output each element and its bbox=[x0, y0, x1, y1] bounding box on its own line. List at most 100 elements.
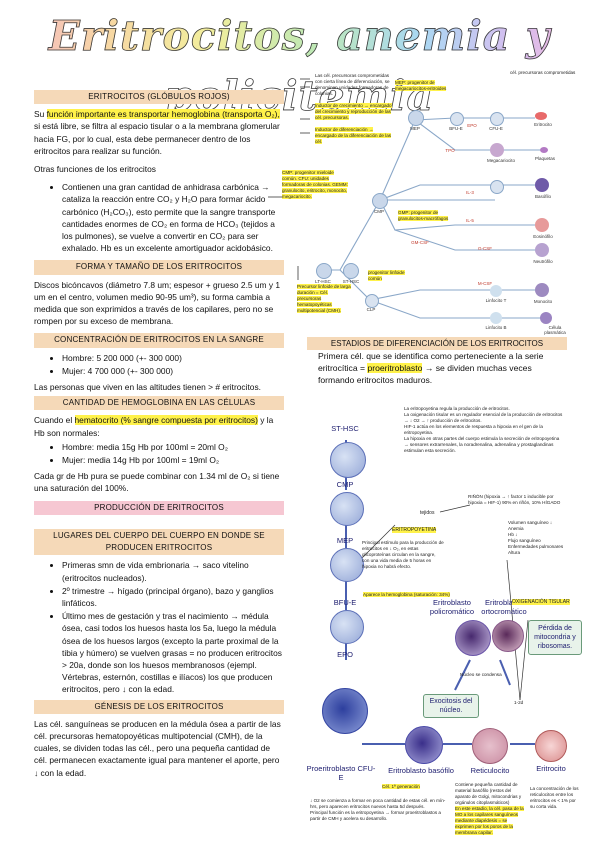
section-heading: CANTIDAD DE HEMOGLOBINA EN LAS CÉLULAS bbox=[34, 396, 284, 411]
cell-cmp bbox=[372, 193, 388, 209]
stage-cell-bfu-e bbox=[330, 610, 364, 644]
cell-st-hsc bbox=[343, 263, 359, 279]
tree-note: Las cél. precursoras comprometidas con c… bbox=[315, 73, 393, 97]
highlight: proeritroblasto bbox=[367, 363, 423, 373]
callout-mitochondria-loss: Pérdida de mitocondria y ribosomas. bbox=[528, 620, 582, 655]
time-label: 1-2d bbox=[514, 700, 524, 705]
stage-label: Eritroblasto policromático bbox=[429, 598, 475, 616]
renal-note: RIÑÓN (hipoxia → ↑ factor 1 inducible po… bbox=[468, 494, 561, 505]
node-label: Linfocito T bbox=[485, 298, 507, 303]
node-label: CMP bbox=[374, 209, 384, 214]
reticulocyte-note: Contiene pequeña cantidad de material ba… bbox=[455, 782, 522, 805]
stage-label: Eritrocito bbox=[536, 764, 566, 773]
text: Su bbox=[34, 109, 47, 120]
cell-platelet bbox=[540, 147, 548, 153]
stage-cell-st-hsc bbox=[330, 442, 366, 478]
text: GMP: progenitor de granulocitos-macrófag… bbox=[398, 210, 449, 221]
text: Precursor linfoide de larga duración = C… bbox=[297, 284, 351, 313]
text: En este estadio, la cél. pasa de la MO a… bbox=[455, 806, 524, 835]
bullet-list: Hombre: media 15g Hb por 100ml = 20ml O₂… bbox=[34, 441, 284, 466]
paragraph: Otras funciones de los eritrocitos bbox=[34, 164, 156, 175]
erythropoietin-label: ERITROPOYETINA bbox=[392, 527, 442, 533]
list-item: Hombre: 5 200 000 (+- 300 000) bbox=[62, 352, 284, 364]
facts-list: La eritropoyetina regula la producción d… bbox=[404, 406, 564, 454]
node-label: Neutrófilo bbox=[533, 259, 553, 264]
cell-cfu-bas bbox=[490, 180, 504, 194]
left-column: ERITROCITOS (GLÓBULOS ROJOS) Su función … bbox=[34, 84, 284, 785]
stage-label: Eritroblasto ortocromático bbox=[481, 598, 527, 616]
cytokine-label: IL-3 bbox=[466, 190, 474, 195]
list-item: 2º trimestre → hígado (principal órgano)… bbox=[62, 585, 284, 609]
section-heading: CONCENTRACIÓN DE ERITROCITOS EN LA SANGR… bbox=[34, 333, 284, 348]
paragraph: Discos bicóncavos (diámetro 7.8 um; espe… bbox=[34, 279, 281, 327]
list-item: ↓ O2 se comienza a formar en poca cantid… bbox=[310, 798, 446, 809]
page-title: Eritrocitos, anemia y policitemia bbox=[0, 6, 599, 121]
highlight: función importante es transportar hemogl… bbox=[46, 109, 280, 120]
node-label: Monocito bbox=[533, 299, 553, 304]
cell-mep bbox=[408, 110, 424, 126]
node-label: Eritrocito bbox=[534, 122, 552, 127]
generation-notes: ↓ O2 se comienza a formar en poca cantid… bbox=[310, 798, 450, 822]
cytokine-label: M-CSF bbox=[477, 281, 493, 286]
cell-neutrophil bbox=[535, 243, 549, 257]
node-label: CFU-E bbox=[489, 126, 503, 131]
stage-cell-polychromatic bbox=[455, 620, 491, 656]
nucleus-note: Núcleo se condensa bbox=[460, 672, 502, 677]
text: y la Hb son normales: bbox=[34, 415, 274, 438]
erythrocyte-note: La concentración de los reticulocitos en… bbox=[530, 786, 579, 809]
tree-note: MEP: progenitor de megacariocitos-eritro… bbox=[395, 80, 453, 92]
hemoglobin-note: Aparece la hemoglobina (saturación: 34%) bbox=[363, 592, 453, 598]
tree-note: Inductor de crecimiento → encargado del … bbox=[315, 103, 393, 121]
paragraph: Su función importante es transportar hem… bbox=[34, 108, 284, 157]
node-label: LT-HSC bbox=[315, 279, 331, 284]
bullet-list: Contienen una gran cantidad de anhidrasa… bbox=[34, 181, 284, 254]
highlight: hematocrito (% sangre compuesta por erit… bbox=[74, 415, 258, 426]
paragraph: Las cél. sanguíneas se producen en la mé… bbox=[34, 718, 281, 778]
production-note: Principal estímulo para la producción de… bbox=[362, 540, 444, 569]
text: OXIGENACIÓN TISULAR bbox=[512, 599, 570, 605]
callout-exocytosis: Exocitosis del núcleo. bbox=[423, 694, 479, 718]
stage-cell-cmp bbox=[330, 492, 364, 526]
tree-note: CMP: progenitor mieloide común. CFU: uni… bbox=[282, 170, 350, 200]
text: → se dividen muchas veces formando eritr… bbox=[318, 363, 532, 385]
factor-item: Enfermedades pulmonares bbox=[508, 544, 564, 549]
node-label: CLP bbox=[366, 307, 376, 312]
tree-note: Inductor de diferenciación → encargado d… bbox=[315, 127, 393, 145]
factor-item: Flujo sanguíneo bbox=[508, 538, 541, 543]
stage-cell-reticulocyte bbox=[472, 728, 508, 764]
paragraph: Primera cél. que se identifica como pert… bbox=[318, 350, 568, 386]
oxygenation-label: OXIGENACIÓN TISULAR bbox=[512, 599, 570, 605]
text: si está libre, se filtra al espacio tisu… bbox=[34, 121, 280, 156]
list-item: Hombre: media 15g Hb por 100ml = 20ml O₂ bbox=[62, 441, 284, 453]
paragraph: Cada gr de Hb pura se puede combinar con… bbox=[34, 471, 280, 494]
list-item: Contienen una gran cantidad de anhidrasa… bbox=[62, 181, 284, 254]
stage-label: CMP bbox=[336, 480, 354, 489]
stage-label: Eritroblasto basófilo bbox=[388, 766, 454, 775]
cell-clp bbox=[365, 294, 379, 308]
node-label: Megacariocito bbox=[486, 158, 515, 163]
cell-t-lymphocyte bbox=[490, 285, 502, 297]
stage-label: ST-HSC bbox=[331, 424, 359, 433]
text: Primera cél. que se identifica como pert… bbox=[318, 351, 544, 373]
fact-item: La hipoxia en otras partes del cuerpo es… bbox=[404, 436, 560, 453]
tree-note: GMP: progenitor de granulocitos-macrófag… bbox=[398, 210, 462, 222]
stage-cell-mep bbox=[330, 548, 364, 582]
node-label: ST-HSC bbox=[342, 279, 360, 284]
tejidos-label: tejidos bbox=[420, 510, 435, 516]
node-label: Plaquetas bbox=[534, 156, 555, 161]
paragraph: Las personas que viven en las altitudes … bbox=[34, 382, 261, 393]
stage-cell-orthochromatic bbox=[492, 620, 524, 652]
list-item: Principal función es la eritropoyetina →… bbox=[310, 810, 441, 821]
text: Cél. 1ª generación bbox=[382, 784, 420, 789]
paragraph: Cuando el hematocrito (% sangre compuest… bbox=[34, 414, 284, 438]
text: Aparece la hemoglobina (saturación: 34%) bbox=[363, 592, 450, 597]
cytokine-label: G-CSF bbox=[478, 246, 492, 251]
text: Las cél. precursoras comprometidas con c… bbox=[315, 73, 390, 96]
stage-label: Proeritroblasto CFU-E bbox=[306, 764, 376, 782]
section-heading: LUGARES DEL CUERPO DEL CUERPO EN DONDE S… bbox=[34, 528, 284, 556]
tree-note: progenitor linfoide común bbox=[368, 270, 408, 282]
cell-eosinophil bbox=[535, 218, 549, 232]
cell-basophil bbox=[535, 178, 549, 192]
cell-b-lymphocyte bbox=[490, 312, 502, 324]
list-item: Mujer: media 14g Hb por 100ml = 19ml O₂ bbox=[62, 454, 284, 466]
